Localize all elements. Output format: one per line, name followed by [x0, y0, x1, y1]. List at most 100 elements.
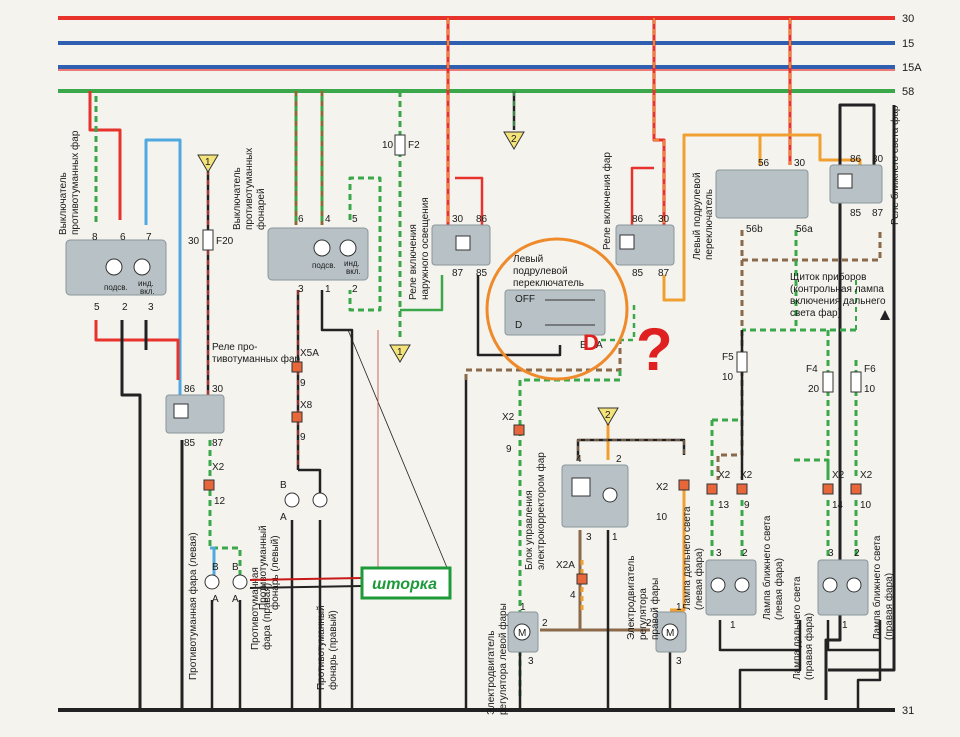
motor-right-line2: регулятора: [638, 588, 649, 640]
svg-text:Противотуманный фонарь (: Противотуманный фонарь (левый): [258, 523, 281, 610]
hb-right-pin-3: 3: [828, 548, 834, 559]
shtorka-label: шторка: [372, 576, 437, 593]
rear-fog-pin-bot-1: 1: [325, 284, 331, 295]
lb-left-line1: Лампа ближнего света: [761, 515, 773, 620]
rear-fog-sub2: инд.: [344, 259, 360, 268]
fog-lamp-left-line1: Противотуманная фара (левая): [187, 532, 199, 680]
fog-relay-pin-86: 86: [184, 384, 196, 395]
foglight-switch-pin-top-1: 6: [120, 232, 126, 243]
wire-stalk-bus: [464, 340, 622, 380]
hb-left-line1: Лампа дальнего света: [682, 506, 693, 610]
svg-text:Левый подрулевой переклю: Левый подрулевой переключатель: [692, 170, 715, 260]
conn-x2-d: X2: [860, 470, 873, 481]
fuse-f6-val: 10: [864, 384, 876, 395]
low-beam-relay: 86 30 85 87 Реле ближнего света фар: [829, 105, 901, 225]
ext-relay-pin-86: 86: [476, 214, 488, 225]
wire-corr-4: [576, 438, 686, 460]
wire-hlrelay-87: [662, 133, 762, 302]
fuse-f2: 10 F2 1 2: [382, 131, 525, 363]
connector-x5a-x8: X5A 9 X8 9: [291, 348, 319, 443]
d-mark: D: [583, 330, 599, 355]
conn-x2-reg: X2: [502, 412, 515, 423]
conn-x2-b: X2: [740, 470, 753, 481]
stalk2-line2: переключатель: [704, 189, 715, 260]
left-stalk-line2: подрулевой: [513, 266, 568, 277]
hl-relay-line1: Реле включения фар: [601, 152, 613, 250]
fog-lamps: B A B A Противотуманная фара (левая) Про…: [187, 532, 273, 680]
corrector-pin-4: 4: [576, 454, 582, 465]
fog-lamp-pin-b: B: [212, 562, 219, 573]
wire-fogsw-black: [120, 320, 142, 710]
left-stalk-pin-a: A: [596, 340, 603, 351]
left-stalk-d: D: [515, 320, 522, 331]
hl-relay-pin-30: 30: [658, 214, 670, 225]
question-mark: ?: [636, 316, 673, 383]
lb-relay-pin-85: 85: [850, 208, 862, 219]
rear-fog-pin-top-0: 6: [298, 214, 304, 225]
rear-fog-line1: Выключатель: [232, 167, 243, 230]
svg-text:Лампа дальнего света (пр: Лампа дальнего света (правая фара): [792, 574, 815, 680]
svg-text:Реле включения наружного: Реле включения наружного освещения: [408, 197, 431, 300]
left-stalk-off: OFF: [515, 294, 535, 305]
connectors-x2-right: X2 13 X2 9 X2 14 X2 10: [706, 470, 873, 511]
lb-left-line2: (левая фара): [773, 558, 785, 620]
svg-text:Левый подрулевой п: Левый подрулевой переключатель: [513, 254, 584, 289]
motor-right-line1: Электродвигатель: [626, 556, 637, 640]
wire-lamp-in: [710, 500, 858, 560]
lb-relay-line1: Реле ближнего света фар: [889, 105, 901, 225]
foglight-switch-pin-top-2: 7: [146, 232, 152, 243]
stalk2-pin-56: 56: [758, 158, 770, 169]
headlight-left: 3 2 1 Лампа дальнего света (левая фара) …: [682, 506, 785, 631]
fuse-f20-val: 30: [188, 236, 200, 247]
fog-relay-line1: Реле про-: [212, 342, 258, 353]
corrector-pin-3: 3: [586, 532, 592, 543]
connector-x2-reg: X2 9: [502, 412, 525, 455]
hl-relay-pin-86: 86: [632, 214, 644, 225]
wire-rearfog-loop: [348, 176, 382, 312]
fuse-f5-label: F5: [722, 352, 734, 363]
rear-fog-right-line1: Противотуманный: [316, 605, 327, 690]
lb-right-line1: Лампа ближнего света: [871, 535, 883, 640]
motor-left-pin-3: 3: [528, 656, 534, 667]
foglight-switch-line2: противотуманных фар: [69, 130, 81, 235]
conn-x2a: X2A: [556, 560, 575, 571]
left-stalk-pin-b: B: [580, 340, 587, 351]
left-stalk-line3: переключатель: [513, 278, 584, 289]
svg-text:Реле ближнего света фар: Реле ближнего света фар: [889, 105, 901, 225]
rear-fog-pin-top-1: 4: [325, 214, 331, 225]
wire-rearfog-out: [296, 290, 322, 500]
dashboard-line3: включения дальнего: [790, 296, 886, 307]
dashboard-line1: Щиток приборов: [790, 271, 866, 283]
ref-2-corrector-label: 2: [605, 410, 611, 421]
dashboard-line4: света фар): [790, 307, 841, 319]
ext-light-relay: 30 86 87 85 Реле включения наружного осв…: [408, 197, 491, 300]
ext-relay-pin-30: 30: [452, 214, 464, 225]
fuse-f4-val: 20: [808, 384, 820, 395]
rear-fog-line3: фонарей: [255, 188, 267, 230]
svg-text:Противотуманная фара (левая): Противотуманная фара (левая): [187, 532, 199, 680]
fuse-f20-label: F20: [216, 236, 234, 247]
highlight-circle: [485, 237, 629, 381]
foglight-switch-pin-bot-0: 5: [94, 302, 100, 313]
hb-right-line1: Лампа дальнего света: [792, 576, 803, 680]
rail-label-30: 30: [902, 13, 914, 25]
ref-2-corrector: [597, 407, 619, 426]
lb-relay-pin-30: 30: [872, 154, 884, 165]
stalk2-pin-56b: 56b: [746, 224, 763, 235]
wire-rearfog-supply-r: [295, 91, 323, 225]
svg-text:Выключатель противотуман: Выключатель противотуманных фар: [58, 130, 81, 235]
foglight-switch-pin-bot-2: 3: [148, 302, 154, 313]
wire-stalk2-56: [760, 133, 862, 165]
wire-stalk-green: [518, 370, 622, 700]
hb-right-pin-2: 2: [854, 548, 860, 559]
annotations: шторка ? D: [249, 316, 673, 600]
foglight-switch: подсв. инд. вкл. 8 6 7 5 2 3 Выключатель…: [58, 130, 167, 313]
corrector-pin-2: 2: [616, 454, 622, 465]
rail-label-15a: 15A: [902, 62, 922, 74]
motor-left-pin-1: 1: [520, 602, 526, 613]
ext-relay-line2: наружного освещения: [420, 197, 431, 300]
motor-right: M 1 2 3 Электродвигатель регулятора прав…: [626, 556, 687, 667]
hb-left-pin-2: 2: [742, 548, 748, 559]
